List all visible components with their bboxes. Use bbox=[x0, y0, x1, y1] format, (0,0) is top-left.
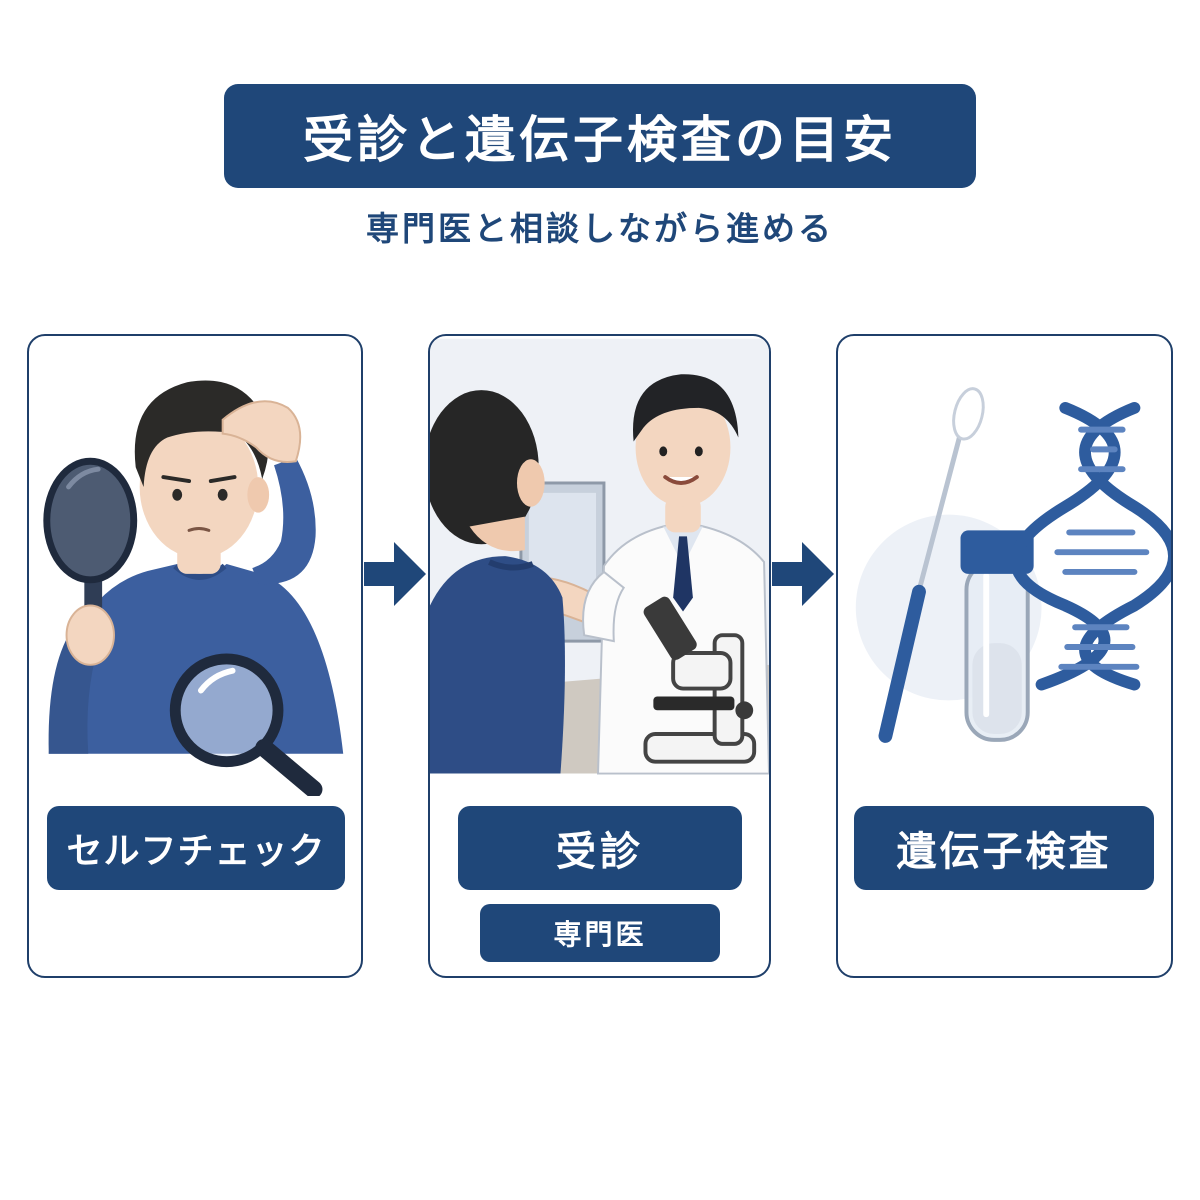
step-card-genetic-test: 遺伝子検査 bbox=[836, 334, 1173, 978]
step-label-self-check: セルフチェック bbox=[47, 806, 345, 890]
arrow-right-icon bbox=[772, 542, 834, 606]
step-label-consultation: 受診 bbox=[458, 806, 742, 890]
microscope-icon bbox=[643, 596, 757, 764]
page-title: 受診と遺伝子検査の目安 bbox=[303, 111, 897, 169]
step-card-consultation: 受診 専門医 bbox=[428, 334, 771, 978]
step-sublabel-specialist: 専門医 bbox=[480, 904, 720, 962]
self-check-illustration bbox=[43, 380, 344, 796]
swab-icon bbox=[878, 387, 985, 743]
arrow-right-icon bbox=[364, 542, 426, 606]
magnifier-icon bbox=[169, 653, 323, 796]
title-banner: 受診と遺伝子検査の目安 bbox=[224, 84, 976, 188]
consultation-illustration bbox=[430, 338, 769, 775]
dna-icon bbox=[1009, 401, 1171, 691]
genetic-test-illustration bbox=[855, 387, 1171, 743]
step-label-genetic-test: 遺伝子検査 bbox=[854, 806, 1154, 890]
test-tube-icon bbox=[960, 530, 1034, 742]
page-subtitle: 専門医と相談しながら進める bbox=[366, 209, 834, 248]
step-card-self-check: セルフチェック bbox=[27, 334, 363, 978]
